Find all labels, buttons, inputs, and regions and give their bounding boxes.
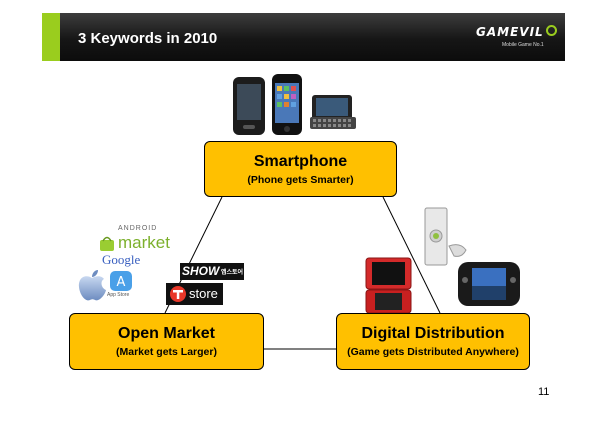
logo-wordmark: GAMEVIL [476, 25, 544, 39]
digital-distribution-title: Digital Distribution [361, 325, 505, 342]
android-market-logo: ANDROID market [98, 225, 183, 267]
show-word: SHOW [182, 264, 220, 278]
market-word: market [118, 233, 170, 252]
google-logo: Google [102, 251, 140, 269]
gamevil-logo: GAMEVIL Mobile Game No.1 [476, 23, 558, 53]
show-korean-word: 앱스토어 [221, 269, 244, 276]
app-store-icon: A [110, 271, 132, 291]
apple-logo-icon [78, 270, 106, 301]
smartphone-subtitle: (Phone gets Smarter) [247, 174, 354, 186]
keyword-box-digital-distribution: Digital Distribution (Game gets Distribu… [336, 313, 530, 370]
page-number: 11 [538, 386, 550, 398]
show-store-badge: SHOW 앱스토어 [180, 263, 244, 280]
android-word: ANDROID [118, 225, 158, 232]
logo-tagline: Mobile Game No.1 [502, 42, 544, 48]
digital-distribution-subtitle: (Game gets Distributed Anywhere) [347, 346, 519, 358]
app-store-badge: A App Store [107, 270, 135, 302]
tstore-word: store [189, 286, 218, 301]
keyword-box-open-market: Open Market (Market gets Larger) [69, 313, 264, 370]
open-market-title: Open Market [118, 325, 215, 342]
tstore-t-icon [170, 286, 186, 302]
header-bar [42, 13, 565, 61]
game-consoles-image [365, 207, 520, 314]
open-market-subtitle: (Market gets Larger) [116, 346, 217, 358]
keyword-box-smartphone: Smartphone (Phone gets Smarter) [204, 141, 397, 197]
slide-title: 3 Keywords in 2010 [78, 30, 218, 47]
shopping-bag-icon [100, 236, 114, 251]
svg-text:A: A [117, 275, 126, 290]
smartphones-image [233, 74, 356, 135]
logo-ring-icon [546, 25, 557, 36]
tstore-badge: store [166, 283, 223, 305]
google-word: Google [102, 252, 141, 267]
smartphone-title: Smartphone [253, 153, 348, 170]
app-store-word: App Store [107, 292, 130, 298]
header-accent-stripe [42, 13, 60, 61]
line-smartphone-digital [382, 196, 441, 314]
